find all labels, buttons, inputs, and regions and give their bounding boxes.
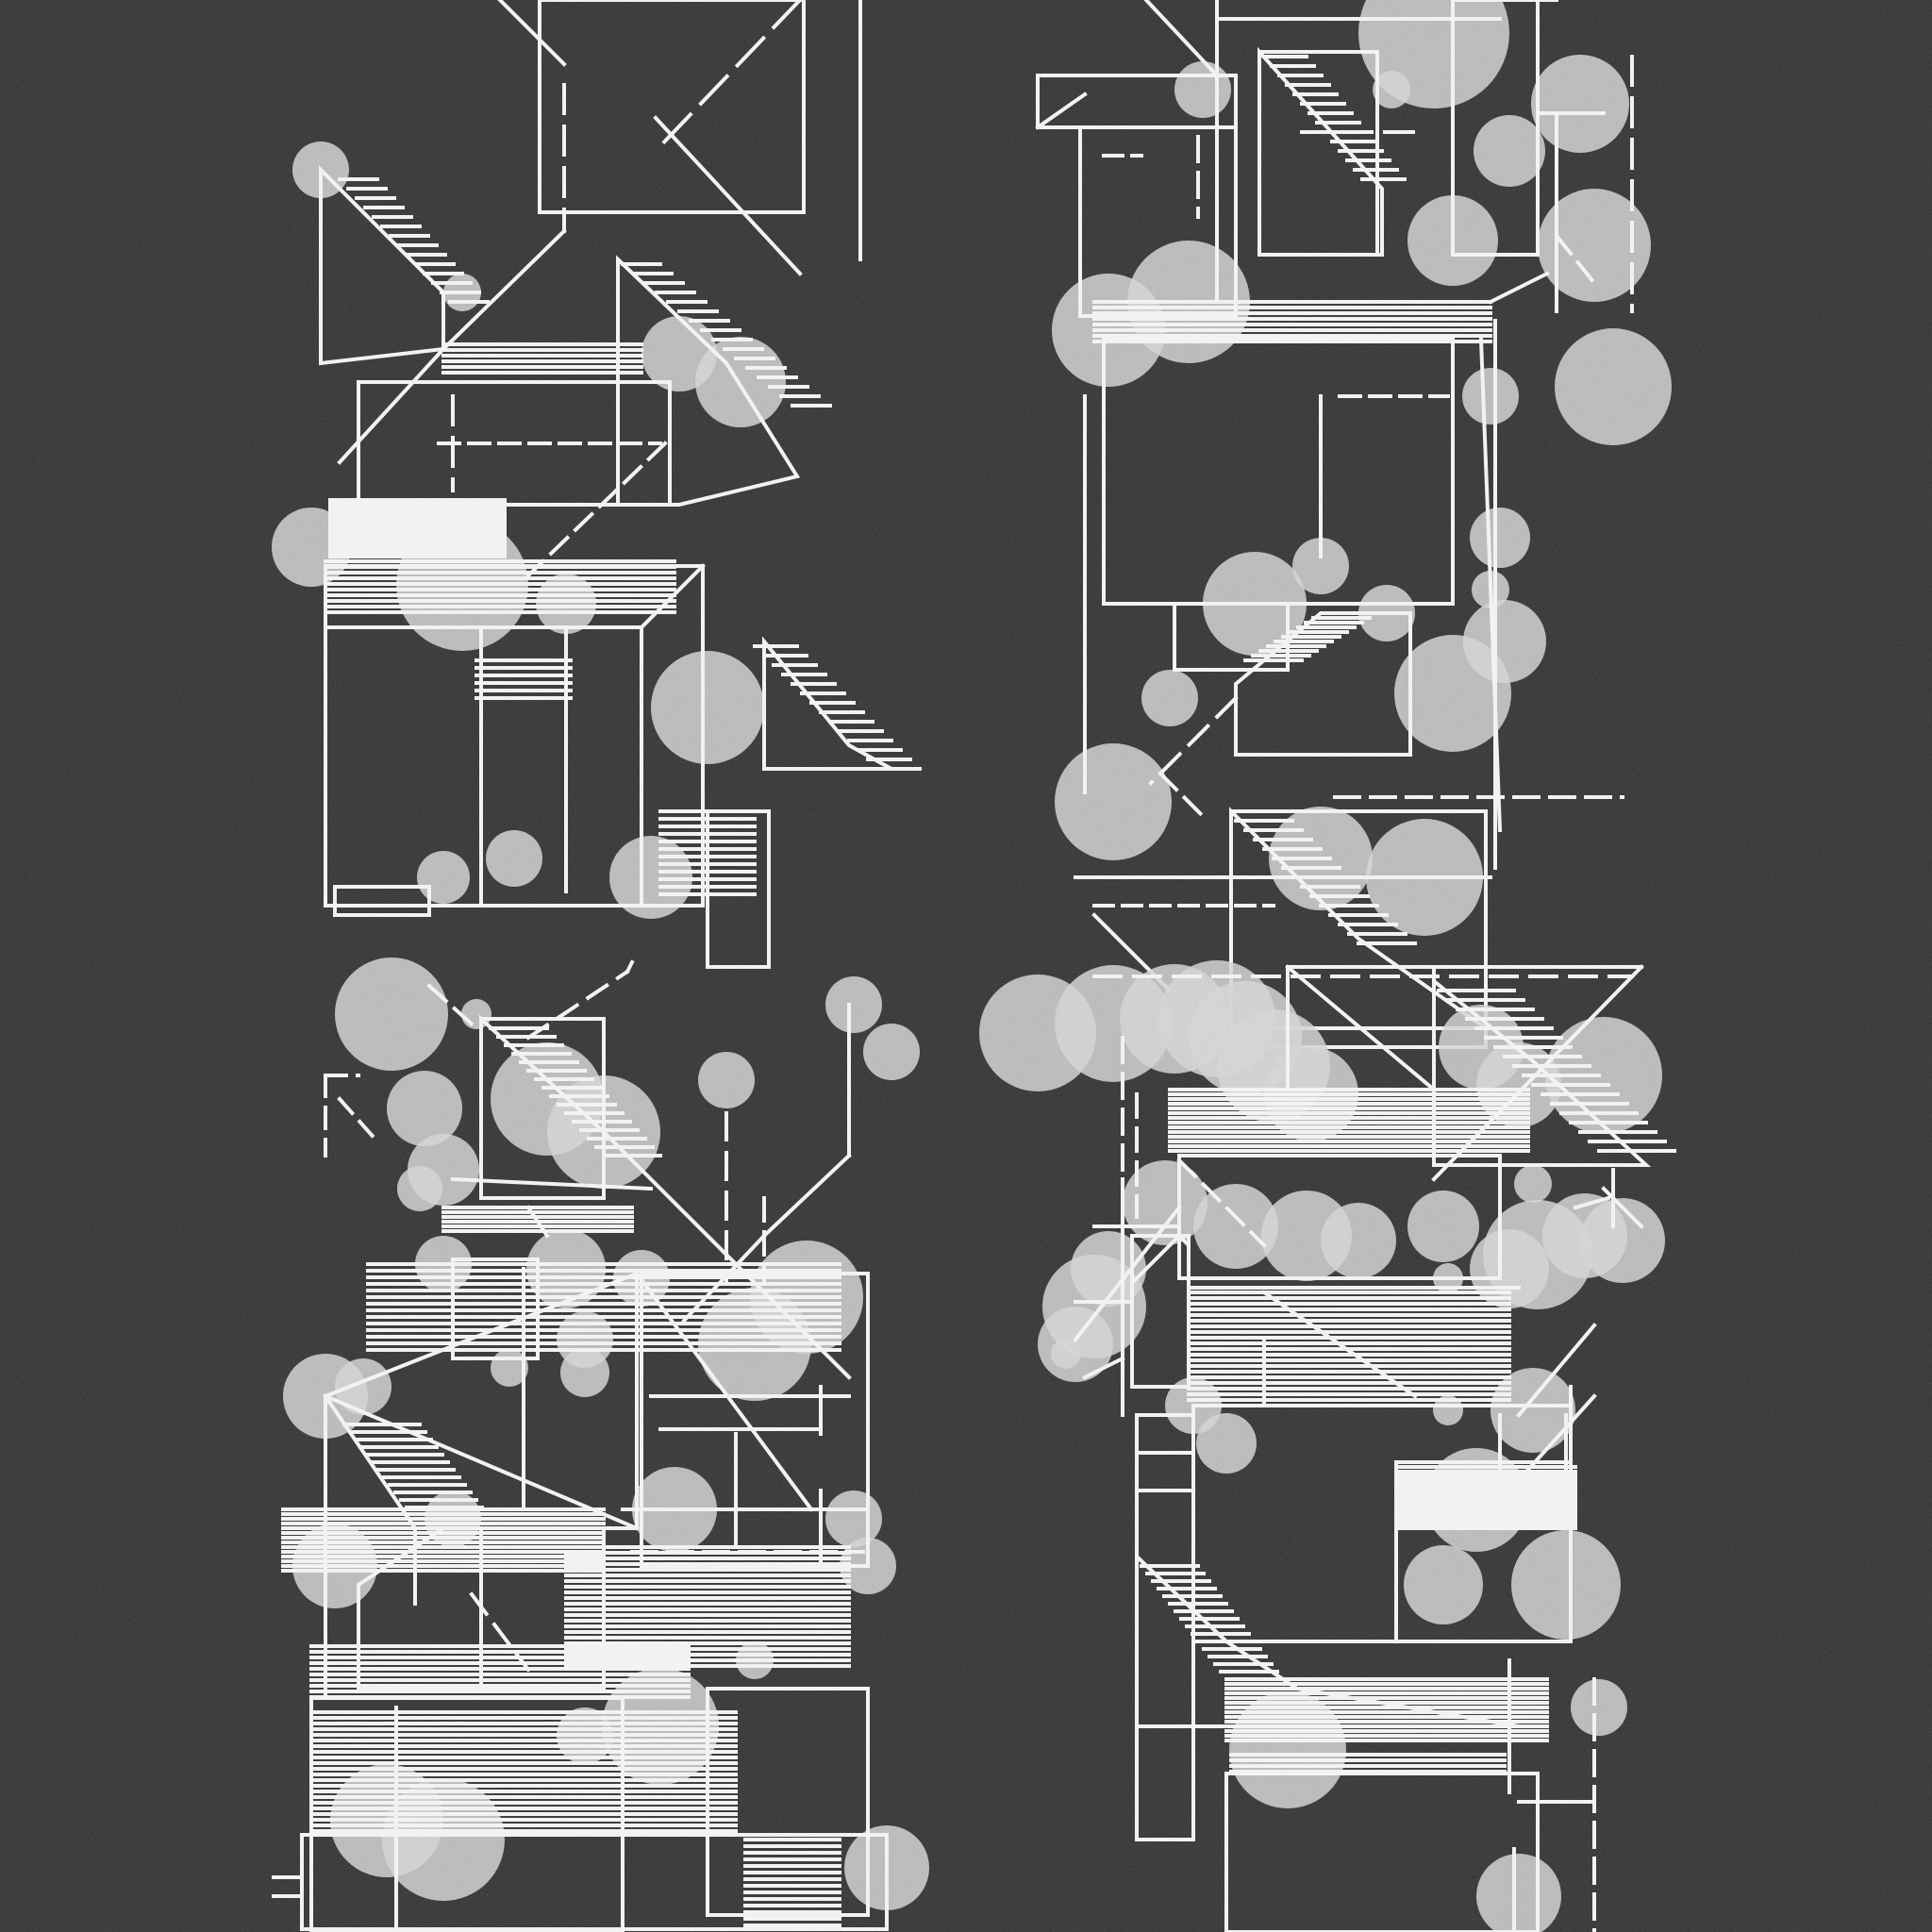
line [1601,1186,1644,1229]
outline-rect [300,1833,889,1931]
dashed-line [426,983,479,1031]
dashed-line [1176,1158,1267,1248]
bubble [387,1071,462,1146]
line [1035,92,1088,130]
bubble [1470,508,1530,568]
dashed-line [1554,233,1597,286]
filled-block [328,498,507,558]
outline-rect [333,885,431,917]
bubble [397,1166,442,1211]
line [639,563,706,630]
bubble [1055,743,1172,860]
bubble [1174,61,1231,118]
line [525,1205,550,1239]
bubble [1462,368,1519,425]
line [1082,1356,1125,1380]
bubble [1292,538,1349,594]
line [1285,964,1437,1092]
dashed-line [525,969,630,1041]
bubble [1394,635,1511,752]
bubble [560,1348,609,1397]
outline-rect [1394,1460,1573,1643]
dashed-line [337,1096,380,1144]
bubble [1474,115,1545,187]
panel-top-left [272,0,922,969]
bubble [1373,71,1410,108]
bubble [1261,1191,1352,1281]
bubble [698,1052,755,1108]
panel-bottom-right [979,960,1676,1932]
line [1261,1290,1418,1399]
bubble [1491,1368,1575,1453]
bubble [1555,328,1672,445]
outline-rect [479,625,643,908]
bubble [1141,670,1198,726]
bubble [1476,1042,1561,1127]
dashed-line [653,0,803,154]
dashed-line [1158,771,1210,824]
bubble [1538,189,1651,302]
filled-block [1394,1470,1577,1530]
line [1143,0,1220,78]
bubble [1514,1165,1552,1203]
line [450,1176,654,1191]
line [1431,964,1644,1182]
line [323,1393,640,1531]
bubble [825,976,882,1033]
dashed-line [1148,695,1239,786]
bubble [1196,1413,1257,1474]
bubble [1051,1339,1081,1369]
outline-polygon [616,255,801,507]
bubble [1433,1395,1463,1425]
line [1516,1323,1597,1418]
outline-polygon [1234,611,1412,757]
outline-rect [357,380,672,507]
bubble [417,851,470,904]
line [1073,1205,1182,1342]
line [653,115,803,276]
dashed-line [525,441,668,578]
bubble [335,1358,391,1415]
bubble [1404,1545,1483,1624]
panel-bottom-left [272,958,929,1932]
outline-rect [1451,0,1540,257]
bubble [1123,1160,1208,1245]
bubble [1193,1184,1278,1269]
line [1488,271,1550,305]
panel-top-right [1035,0,1672,1049]
line [441,228,567,352]
outline-rect [1078,125,1238,318]
line [625,959,635,974]
bubble [1476,1854,1561,1932]
line [634,1271,814,1512]
bubble [335,958,448,1071]
bubble [1571,1679,1627,1736]
bubble [1531,55,1629,153]
outline-rect [538,0,806,214]
bubble [1511,1530,1621,1640]
bubble [1407,1191,1479,1262]
bubble [863,1024,920,1080]
line [1573,1195,1611,1210]
bubble [486,830,542,887]
bubble [651,651,764,764]
line [761,1153,852,1239]
line [497,0,567,67]
